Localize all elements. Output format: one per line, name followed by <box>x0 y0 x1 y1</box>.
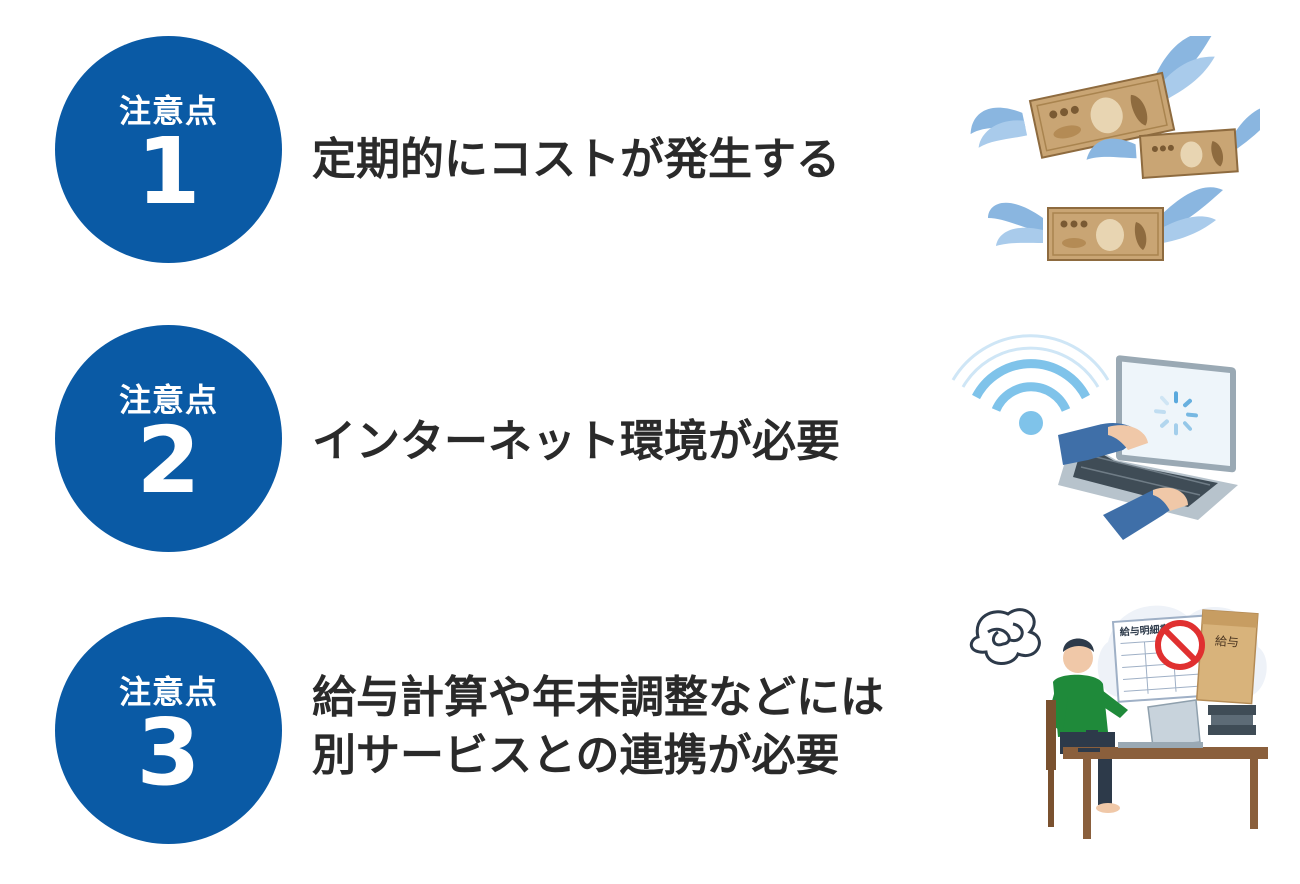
badge-number: 2 <box>136 407 201 514</box>
badge-label: 注意点 <box>118 92 218 130</box>
flying-money-icon <box>970 36 1260 261</box>
payroll-worker-icon: 給与明細書 給与 <box>969 605 1268 839</box>
point-text-line: 別サービスとの連携が必要 <box>312 730 840 781</box>
point-text-3: 給与計算や年末調整などには 別サービスとの連携が必要 <box>312 669 884 785</box>
point-badge-1: 注意点 1 <box>55 36 282 263</box>
wifi-laptop-icon <box>951 334 1238 540</box>
point-text-line: 定期的にコストが発生する <box>312 134 840 185</box>
envelope-label: 給与 <box>1214 634 1239 650</box>
point-badge-2: 注意点 2 <box>55 325 282 552</box>
badge-number: 3 <box>136 699 201 806</box>
point-badge-3: 注意点 3 <box>55 617 282 844</box>
badge-number: 1 <box>136 118 201 225</box>
point-text-2: インターネット環境が必要 <box>312 413 840 471</box>
badge-label: 注意点 <box>118 381 218 419</box>
point-text-1: 定期的にコストが発生する <box>312 131 840 189</box>
point-text-line: 給与計算や年末調整などには <box>312 672 884 723</box>
point-text-line: インターネット環境が必要 <box>312 416 840 467</box>
badge-label: 注意点 <box>118 673 218 711</box>
